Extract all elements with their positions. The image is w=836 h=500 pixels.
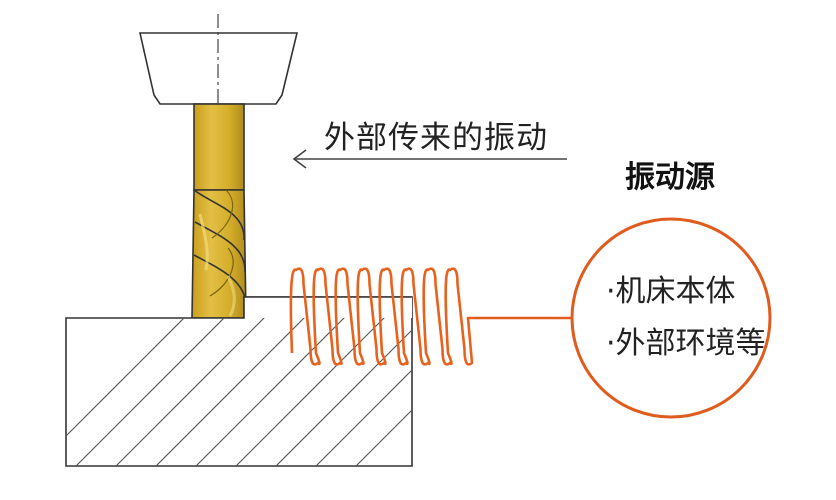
source-item-machine-body: ·机床本体: [606, 274, 736, 309]
source-item-external-environment: ·外部环境等: [606, 326, 766, 361]
external-vibration-label: 外部传来的振动: [324, 120, 548, 156]
end-mill-shank: [193, 103, 245, 191]
vibration-spring: [289, 267, 474, 366]
workpiece: [65, 296, 413, 467]
external-vibration-arrow: [292, 149, 567, 169]
vibration-source-title: 振动源: [625, 160, 715, 195]
vibration-source-circle: [570, 217, 772, 419]
end-mill-flutes: [191, 189, 247, 319]
